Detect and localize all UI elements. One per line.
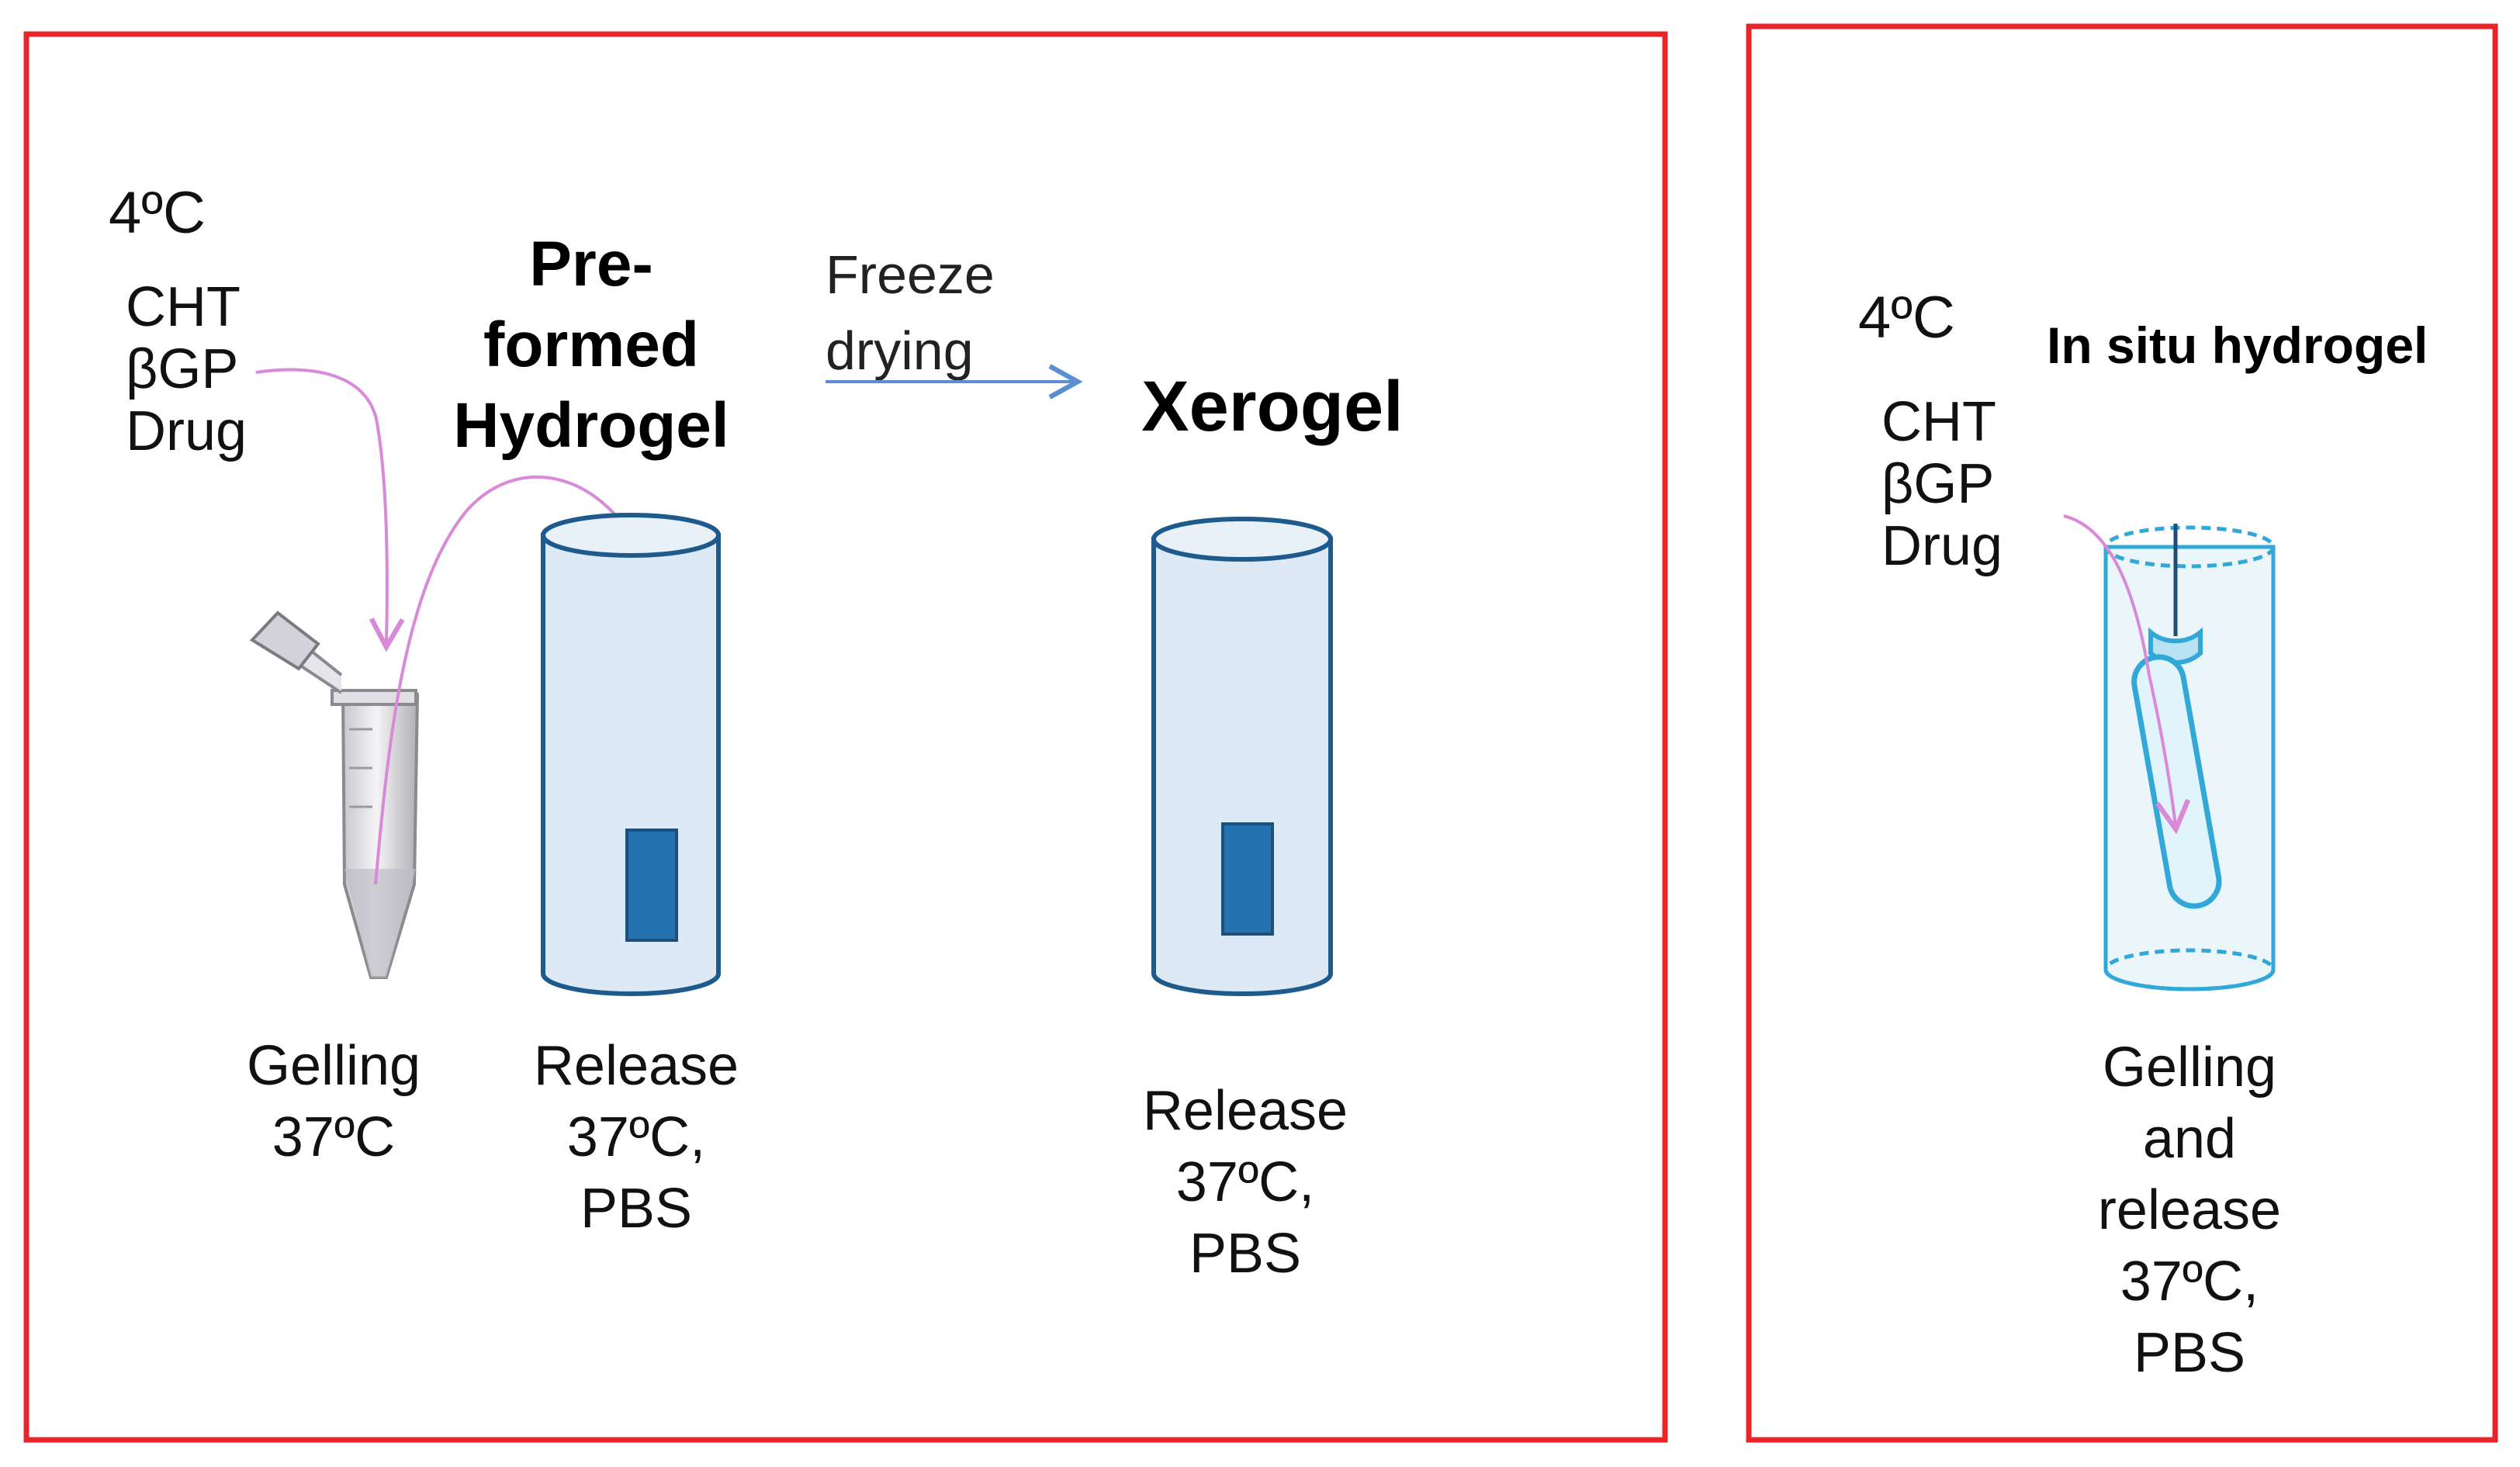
left-panel-frame: [23, 31, 1668, 1443]
freeze-drying-label-line2: drying: [826, 320, 974, 381]
right-panel-frame: [1746, 23, 2498, 1443]
microcentrifuge-tube-icon: [249, 611, 420, 979]
right-ingredient-drug: Drug: [1881, 515, 2002, 577]
in-situ-hydrogel-title: In situ hydrogel: [2047, 317, 2428, 374]
left-ingredient-drug: Drug: [126, 400, 247, 462]
hydrogel-release-caption-line1: Release: [534, 1035, 739, 1097]
freeze-drying-label-line1: Freeze: [826, 244, 995, 305]
xerogel-block: [1221, 822, 1274, 936]
in-situ-caption-line5: PBS: [2134, 1322, 2245, 1384]
hydrogel-release-caption-line2: 37ºC,: [567, 1106, 705, 1168]
in-situ-caption-line3: release: [2098, 1179, 2281, 1241]
gelling-caption-line1: Gelling: [247, 1035, 421, 1097]
in-situ-caption-line2: and: [2143, 1108, 2236, 1170]
right-ingredient-bgp: βGP: [1881, 453, 1994, 515]
mix-arrow-into-tube: [255, 368, 405, 652]
xerogel-release-caption-line2: 37ºC,: [1176, 1151, 1314, 1213]
preformed-title-line2: formed: [483, 310, 699, 380]
left-ingredient-bgp: βGP: [126, 338, 238, 400]
hydrogel-release-caption-line3: PBS: [580, 1178, 692, 1240]
xerogel-release-caption-line1: Release: [1143, 1080, 1348, 1142]
right-temperature-label: 4ºC: [1858, 285, 1955, 351]
preformed-title-line1: Pre-: [529, 229, 653, 299]
hydrogel-block: [625, 829, 678, 942]
gelling-caption-line2: 37ºC: [272, 1106, 395, 1168]
transfer-arrow-to-hydrogel: [374, 475, 641, 885]
preformed-hydrogel-container: [541, 513, 721, 996]
preformed-title-line3: Hydrogel: [453, 390, 729, 461]
in-situ-caption-line4: 37ºC,: [2120, 1251, 2259, 1313]
left-temperature-label: 4ºC: [109, 180, 206, 246]
xerogel-release-caption-line3: PBS: [1189, 1223, 1301, 1285]
in-situ-mix-arrow: [2063, 514, 2191, 835]
xerogel-title: Xerogel: [1141, 367, 1403, 446]
left-ingredient-cht: CHT: [126, 276, 241, 338]
in-situ-caption-line1: Gelling: [2103, 1036, 2276, 1099]
xerogel-container: [1151, 517, 1333, 996]
syringe-icon: [2131, 524, 2222, 909]
right-ingredient-cht: CHT: [1881, 391, 1996, 453]
